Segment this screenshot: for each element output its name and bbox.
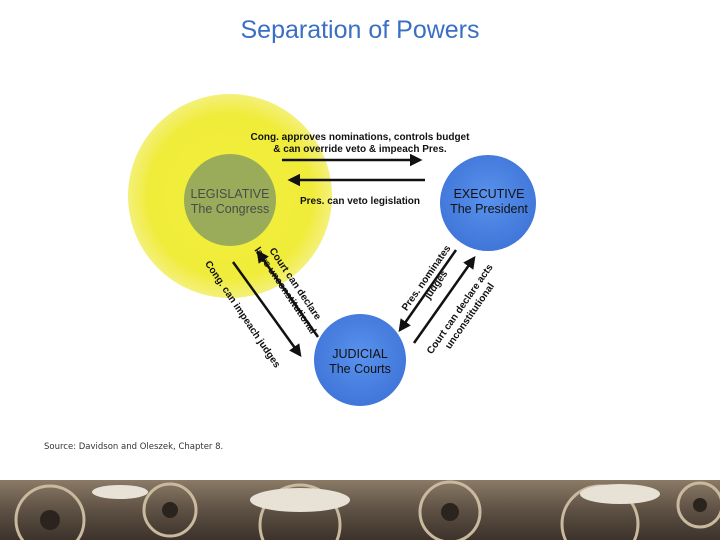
gears-footer-image (0, 480, 720, 540)
arrow-president-to-court (398, 249, 458, 333)
label-congress-powers-line2: & can override veto & impeach Pres. (273, 144, 447, 155)
source-citation: Source: Davidson and Oleszek, Chapter 8. (44, 442, 224, 452)
slide-title: Separation of Powers (240, 16, 480, 44)
arrow-court-to-president (412, 255, 476, 344)
executive-circle (440, 155, 536, 251)
judicial-label-line1: JUDICIAL (332, 347, 388, 361)
arrow-court-to-congress (256, 249, 320, 338)
legislative-circle (184, 154, 276, 246)
executive-label-line2: The President (450, 202, 528, 216)
arrow-congress-to-court (231, 261, 302, 358)
executive-label-line1: EXECUTIVE (454, 187, 525, 201)
legislative-label-line1: LEGISLATIVE (191, 187, 270, 201)
judicial-label-line2: The Courts (329, 362, 391, 376)
label-congress-powers-line1: Cong. approves nominations, controls bud… (251, 132, 471, 143)
legislative-label-line2: The Congress (191, 202, 270, 216)
label-president-veto: Pres. can veto legislation (300, 196, 420, 207)
judicial-circle (314, 314, 406, 406)
